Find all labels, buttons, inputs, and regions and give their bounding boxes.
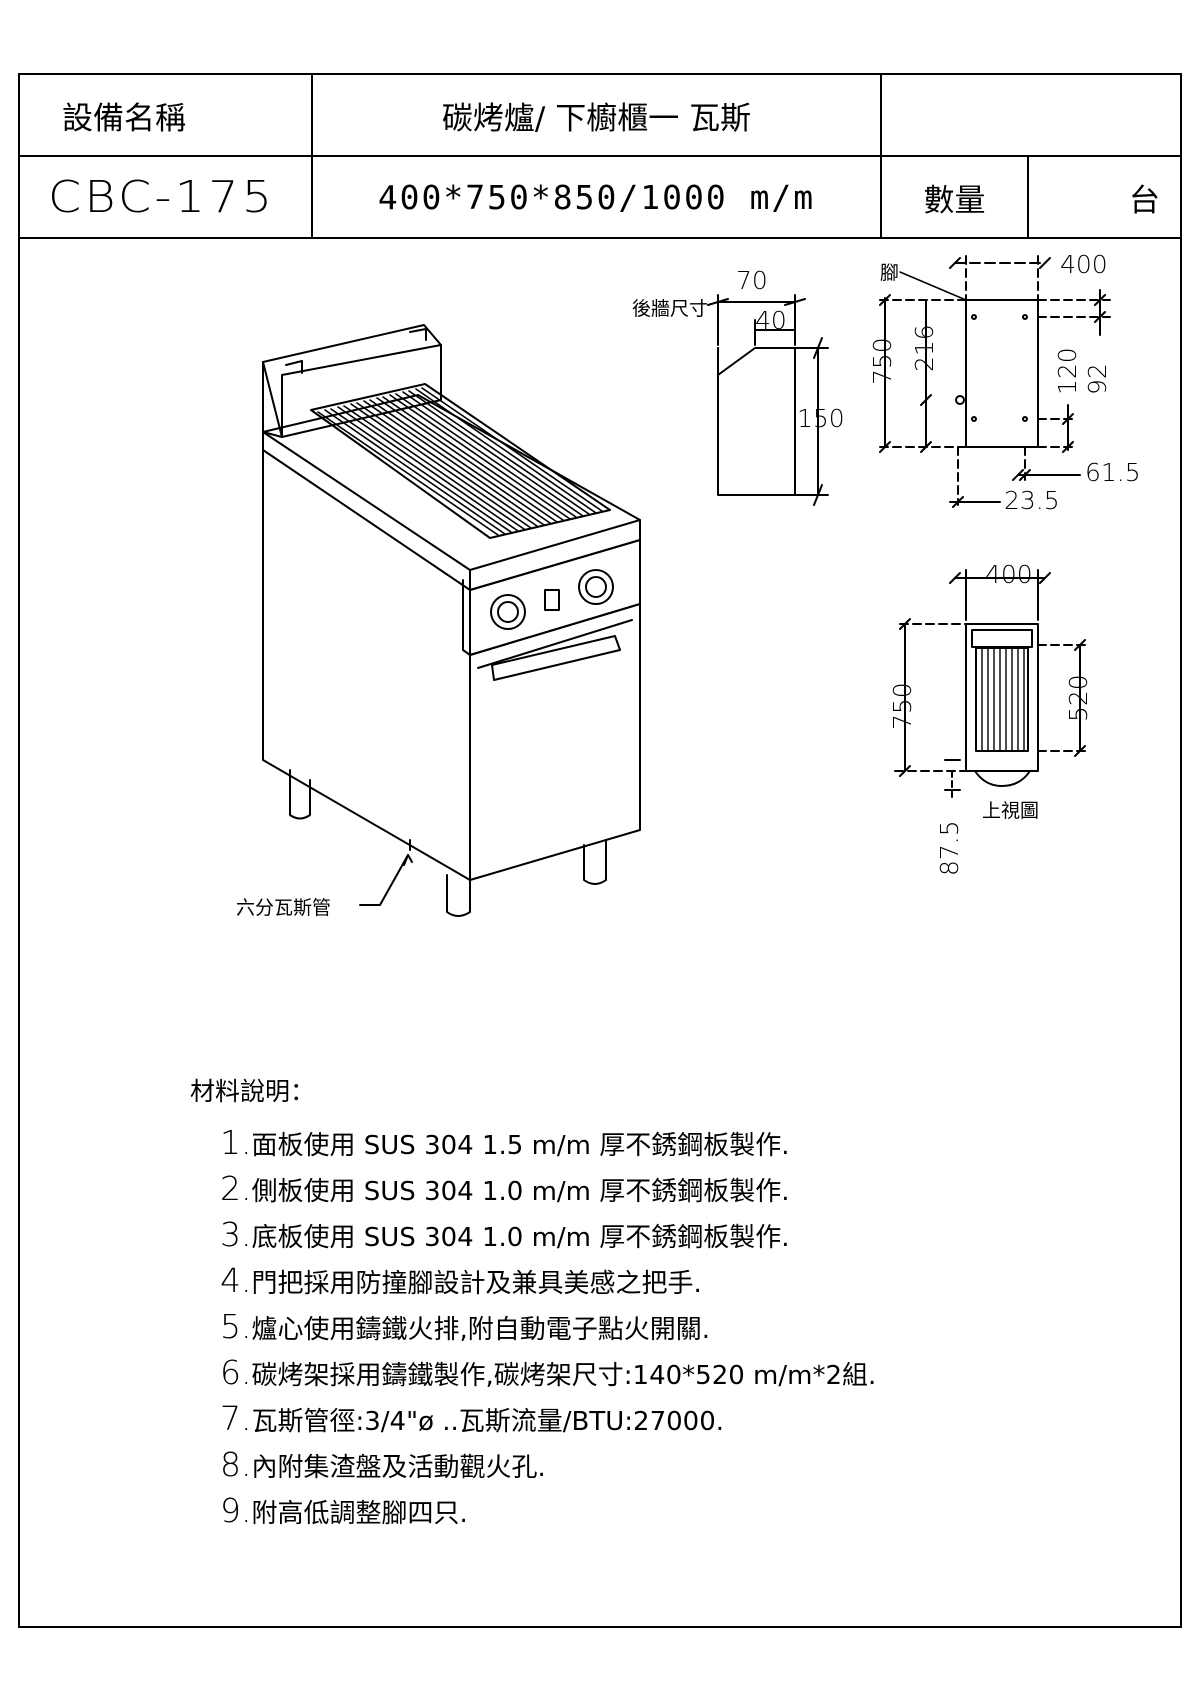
back-wall-detail [707,294,829,506]
gas-pipe-label: 六分瓦斯管 [236,897,332,919]
dim-side-400: 400 [1060,250,1108,279]
name-label-cell: 設備名稱 [20,75,313,157]
materials-list: 1.面板使用 SUS 304 1.5 m/m 厚不銹鋼板製作. 2.側板使用 S… [220,1120,876,1534]
model-number: CBC-175 [48,171,276,223]
dim-top-750: 750 [888,682,917,730]
material-item: 1.面板使用 SUS 304 1.5 m/m 厚不銹鋼板製作. [220,1123,790,1162]
dim-back-40: 40 [755,306,787,335]
dim-top-87-5: 87.5 [935,820,964,876]
material-item: 2.側板使用 SUS 304 1.0 m/m 厚不銹鋼板製作. [220,1169,790,1208]
top-view-label: 上視圖 [982,800,1040,822]
header-table: 設備名稱 碳烤爐/ 下櫥櫃一 瓦斯 CBC-175 400*750*850/10… [20,75,1180,239]
dim-side-216: 216 [910,324,939,372]
material-item: 6.碳烤架採用鑄鐵製作,碳烤架尺寸:140*520 m/m*2組. [220,1353,877,1392]
quantity-unit: 台 [1129,182,1160,219]
dim-side-23-5: 23.5 [1004,486,1060,515]
dim-top-520: 520 [1064,674,1093,722]
dim-back-150: 150 [797,404,845,433]
material-item: 8.內附集渣盤及活動觀火孔. [220,1445,546,1484]
name-label: 設備名稱 [62,100,186,137]
quantity-label: 數量 [923,182,986,219]
materials-title: 材料說明： [190,1077,316,1106]
foot-label: 腳 [880,262,900,284]
dim-side-92: 92 [1083,363,1112,395]
qty-label-cell: 數量 [882,157,1029,239]
material-item: 4.門把採用防撞腳設計及兼具美感之把手. [220,1261,702,1300]
dim-side-61-5: 61.5 [1085,458,1141,487]
dim-back-70: 70 [736,266,768,295]
material-item: 7.瓦斯管徑:3/4"ø ..瓦斯流量/BTU:27000. [220,1399,725,1438]
equipment-name: 碳烤爐/ 下櫥櫃一 瓦斯 [441,100,752,137]
dimensions-cell: 400*750*850/1000 m/m [313,157,882,239]
dim-top-400: 400 [985,560,1033,589]
back-wall-label: 後牆尺寸 [632,298,709,320]
name-value-cell: 碳烤爐/ 下櫥櫃一 瓦斯 [313,75,882,157]
material-item: 5.爐心使用鑄鐵火排,附自動電子點火開關. [220,1307,711,1346]
footprint-side-view [879,255,1111,508]
spec-sheet-frame: 設備名稱 碳烤爐/ 下櫥櫃一 瓦斯 CBC-175 400*750*850/10… [18,73,1182,1628]
material-item: 3.底板使用 SUS 304 1.0 m/m 厚不銹鋼板製作. [220,1215,790,1254]
overall-dimensions: 400*750*850/1000 m/m [377,177,816,217]
dim-side-750: 750 [868,337,897,385]
qty-unit-cell: 台 [1029,157,1180,239]
material-item: 9.附高低調整腳四只. [220,1491,468,1530]
blank-cell [882,75,1180,157]
top-view [894,569,1091,801]
model-cell: CBC-175 [20,157,313,239]
dim-side-120: 120 [1053,347,1082,395]
grill-cabinet-illustration [262,324,641,917]
